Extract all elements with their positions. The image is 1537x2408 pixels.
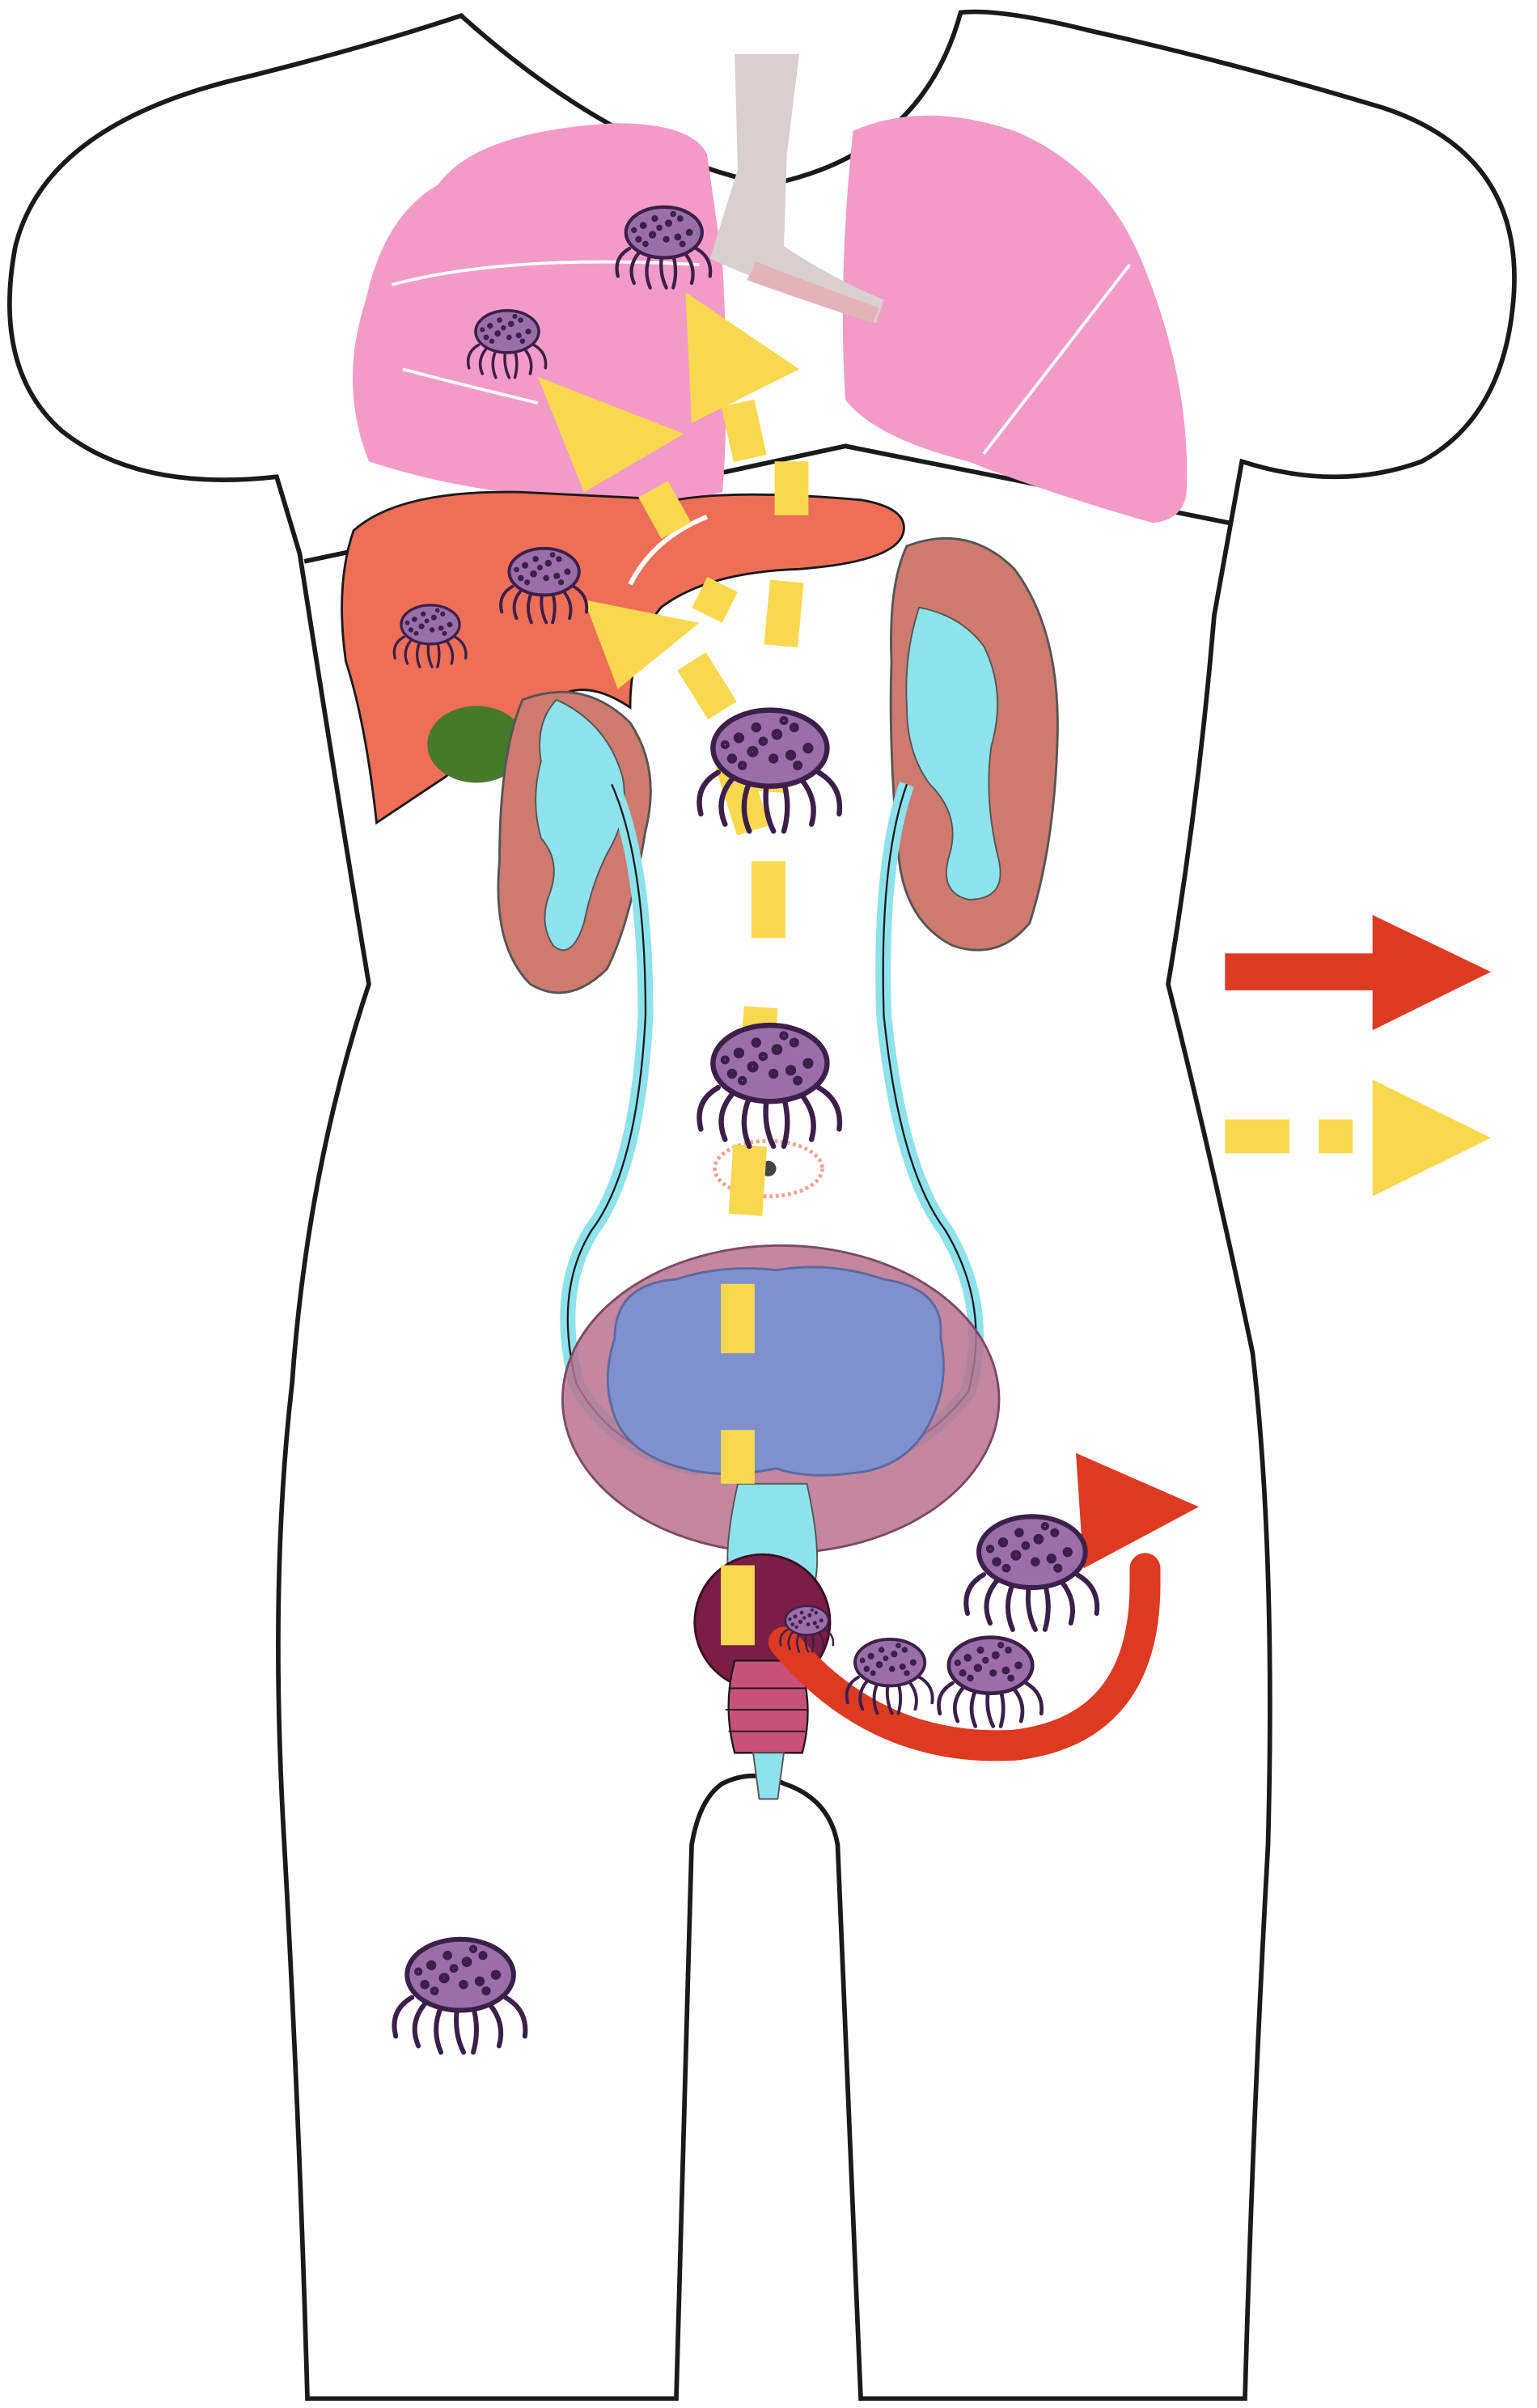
left-lung — [842, 115, 1188, 524]
bladder — [561, 1244, 1001, 1585]
kidneys — [497, 536, 1059, 994]
trachea — [709, 53, 884, 324]
yellow-arrowheads — [538, 292, 799, 689]
red-solid-arrow-icon — [1225, 914, 1491, 1031]
left-renal-pelvis — [905, 606, 1001, 901]
bronchus — [747, 261, 879, 324]
right-renal-pelvis — [535, 698, 625, 952]
gallbladder — [427, 706, 526, 783]
legend — [1225, 914, 1491, 1197]
urethra — [725, 1660, 809, 1800]
bladder-lumen — [606, 1265, 945, 1477]
yellow-dashed-arrow-icon — [1225, 1079, 1491, 1197]
